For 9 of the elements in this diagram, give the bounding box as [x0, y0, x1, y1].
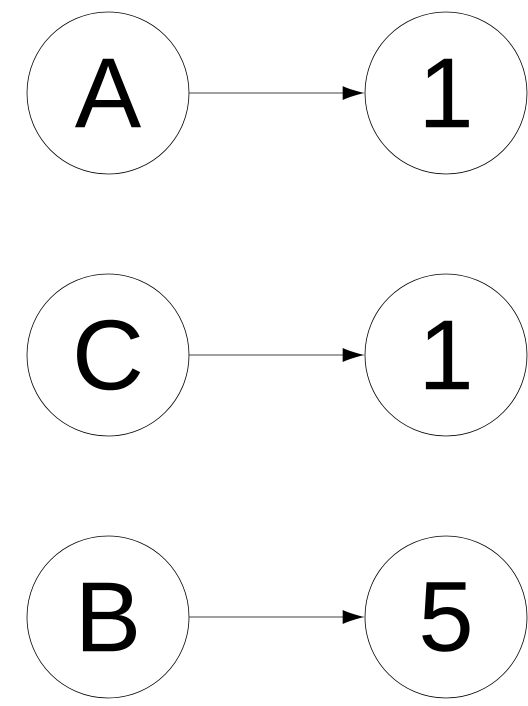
circle-node: A — [26, 12, 190, 174]
circle-node: B — [26, 536, 190, 698]
arrow — [189, 610, 364, 624]
circle-node: 5 — [364, 536, 528, 698]
arrow — [189, 86, 364, 100]
arrow — [189, 348, 364, 362]
circle-node: C — [26, 274, 190, 436]
circle-node: 1 — [364, 274, 528, 436]
circle-node: 1 — [364, 12, 528, 174]
